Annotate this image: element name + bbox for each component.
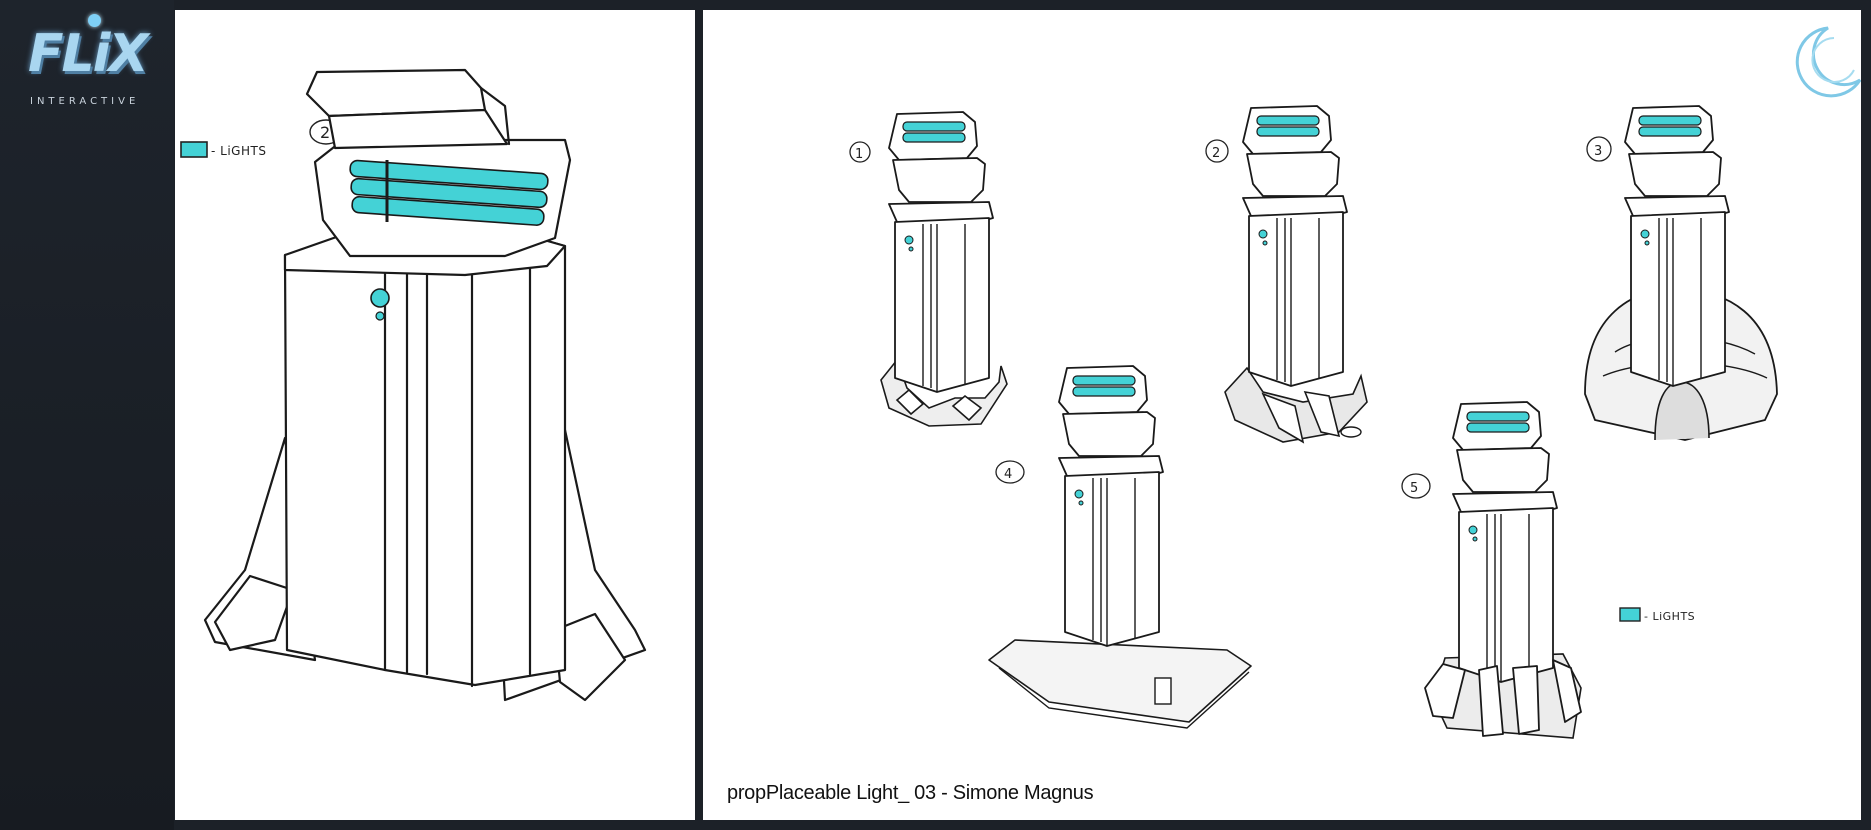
variant-1-sketch — [880, 111, 1008, 427]
variant-5-number: 5 — [1410, 481, 1418, 496]
sidebar: FLiX INTERACTIVE — [0, 0, 174, 830]
variant-number: 2 — [320, 123, 330, 142]
light-tubes — [349, 159, 549, 226]
variant-3-number: 3 — [1594, 144, 1602, 159]
moon-logo-icon — [1795, 26, 1861, 98]
variant-3-sketch — [1584, 105, 1778, 441]
legend-lights-right-label: - LiGHTS — [1644, 610, 1695, 623]
variant-4-number: 4 — [1004, 467, 1012, 482]
variant-4-sketch — [988, 365, 1252, 729]
variant-5-badge: 5 — [1401, 473, 1431, 499]
variant-2-sketch — [1224, 105, 1368, 444]
indicator-buttons — [370, 288, 390, 321]
variant-4-badge: 4 — [995, 460, 1025, 484]
right-variants-sheet: 1 2 3 — [703, 10, 1861, 820]
variants-sketch-canvas: 1 2 3 — [849, 26, 1861, 739]
left-sketch-sheet: - LiGHTS 2 — [175, 10, 695, 820]
legend-lights-label: - LiGHTS — [211, 144, 266, 158]
variant-3-badge: 3 — [1586, 136, 1612, 162]
legend-lights: - LiGHTS — [180, 141, 266, 158]
variant-2-number: 2 — [1212, 146, 1220, 161]
sheet-caption: propPlaceable Light_ 03 - Simone Magnus — [727, 782, 1094, 804]
logo-wordmark: FLiX — [28, 24, 149, 84]
variant-2-badge: 2 — [1205, 139, 1229, 163]
legend-lights-right: - LiGHTS — [1619, 607, 1695, 623]
logo-subtitle: INTERACTIVE — [30, 96, 140, 107]
variant-5-sketch — [1424, 401, 1582, 739]
flix-interactive-logo: FLiX INTERACTIVE — [26, 10, 156, 110]
variant-1-badge: 1 — [849, 141, 871, 163]
large-light-pedestal-sketch: - LiGHTS 2 — [180, 68, 647, 702]
logo-dot — [88, 14, 101, 27]
variant-1-number: 1 — [855, 147, 863, 162]
